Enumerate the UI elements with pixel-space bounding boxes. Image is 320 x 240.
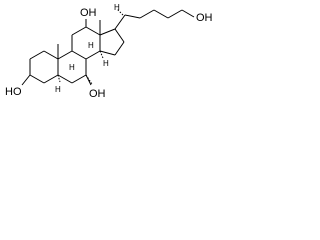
bond [57, 50, 73, 60]
label-h-c9: H [69, 63, 75, 72]
bond [57, 74, 73, 84]
bond [43, 74, 59, 84]
bond [139, 9, 155, 19]
molecule-diagram: OH OH HO OH H H H H H [5, 3, 213, 100]
bond [85, 26, 101, 36]
bond [99, 28, 116, 36]
label-h-c8: H [88, 41, 94, 50]
bond [124, 14, 141, 19]
bond [71, 74, 87, 84]
label-oh-side: OH [196, 12, 213, 24]
bond [85, 50, 101, 60]
bond-lines [21, 9, 195, 86]
bond [29, 50, 45, 60]
bond [85, 74, 92, 86]
bond [71, 26, 87, 36]
stereo-hash-bonds [57, 8, 124, 85]
bond [71, 50, 87, 60]
label-oh-c12: OH [80, 7, 97, 19]
bond [167, 9, 183, 19]
bond [99, 50, 104, 59]
bond [114, 41, 125, 56]
bond [85, 74, 93, 85]
bond [153, 9, 169, 19]
bond [181, 9, 195, 18]
label-oh-c3: HO [5, 86, 22, 98]
bond [29, 74, 45, 84]
bond [114, 14, 126, 30]
bond [43, 50, 59, 60]
label-oh-c7: OH [89, 88, 106, 100]
bond [99, 50, 116, 56]
label-h-c17: H [114, 3, 120, 12]
label-h-c14: H [103, 59, 109, 68]
bond [114, 28, 125, 43]
label-h-c5: H [55, 85, 61, 94]
bond [116, 8, 124, 16]
structure-canvas: OH OH HO OH H H H H H [0, 0, 219, 113]
bond [57, 74, 61, 83]
bond [21, 74, 31, 86]
